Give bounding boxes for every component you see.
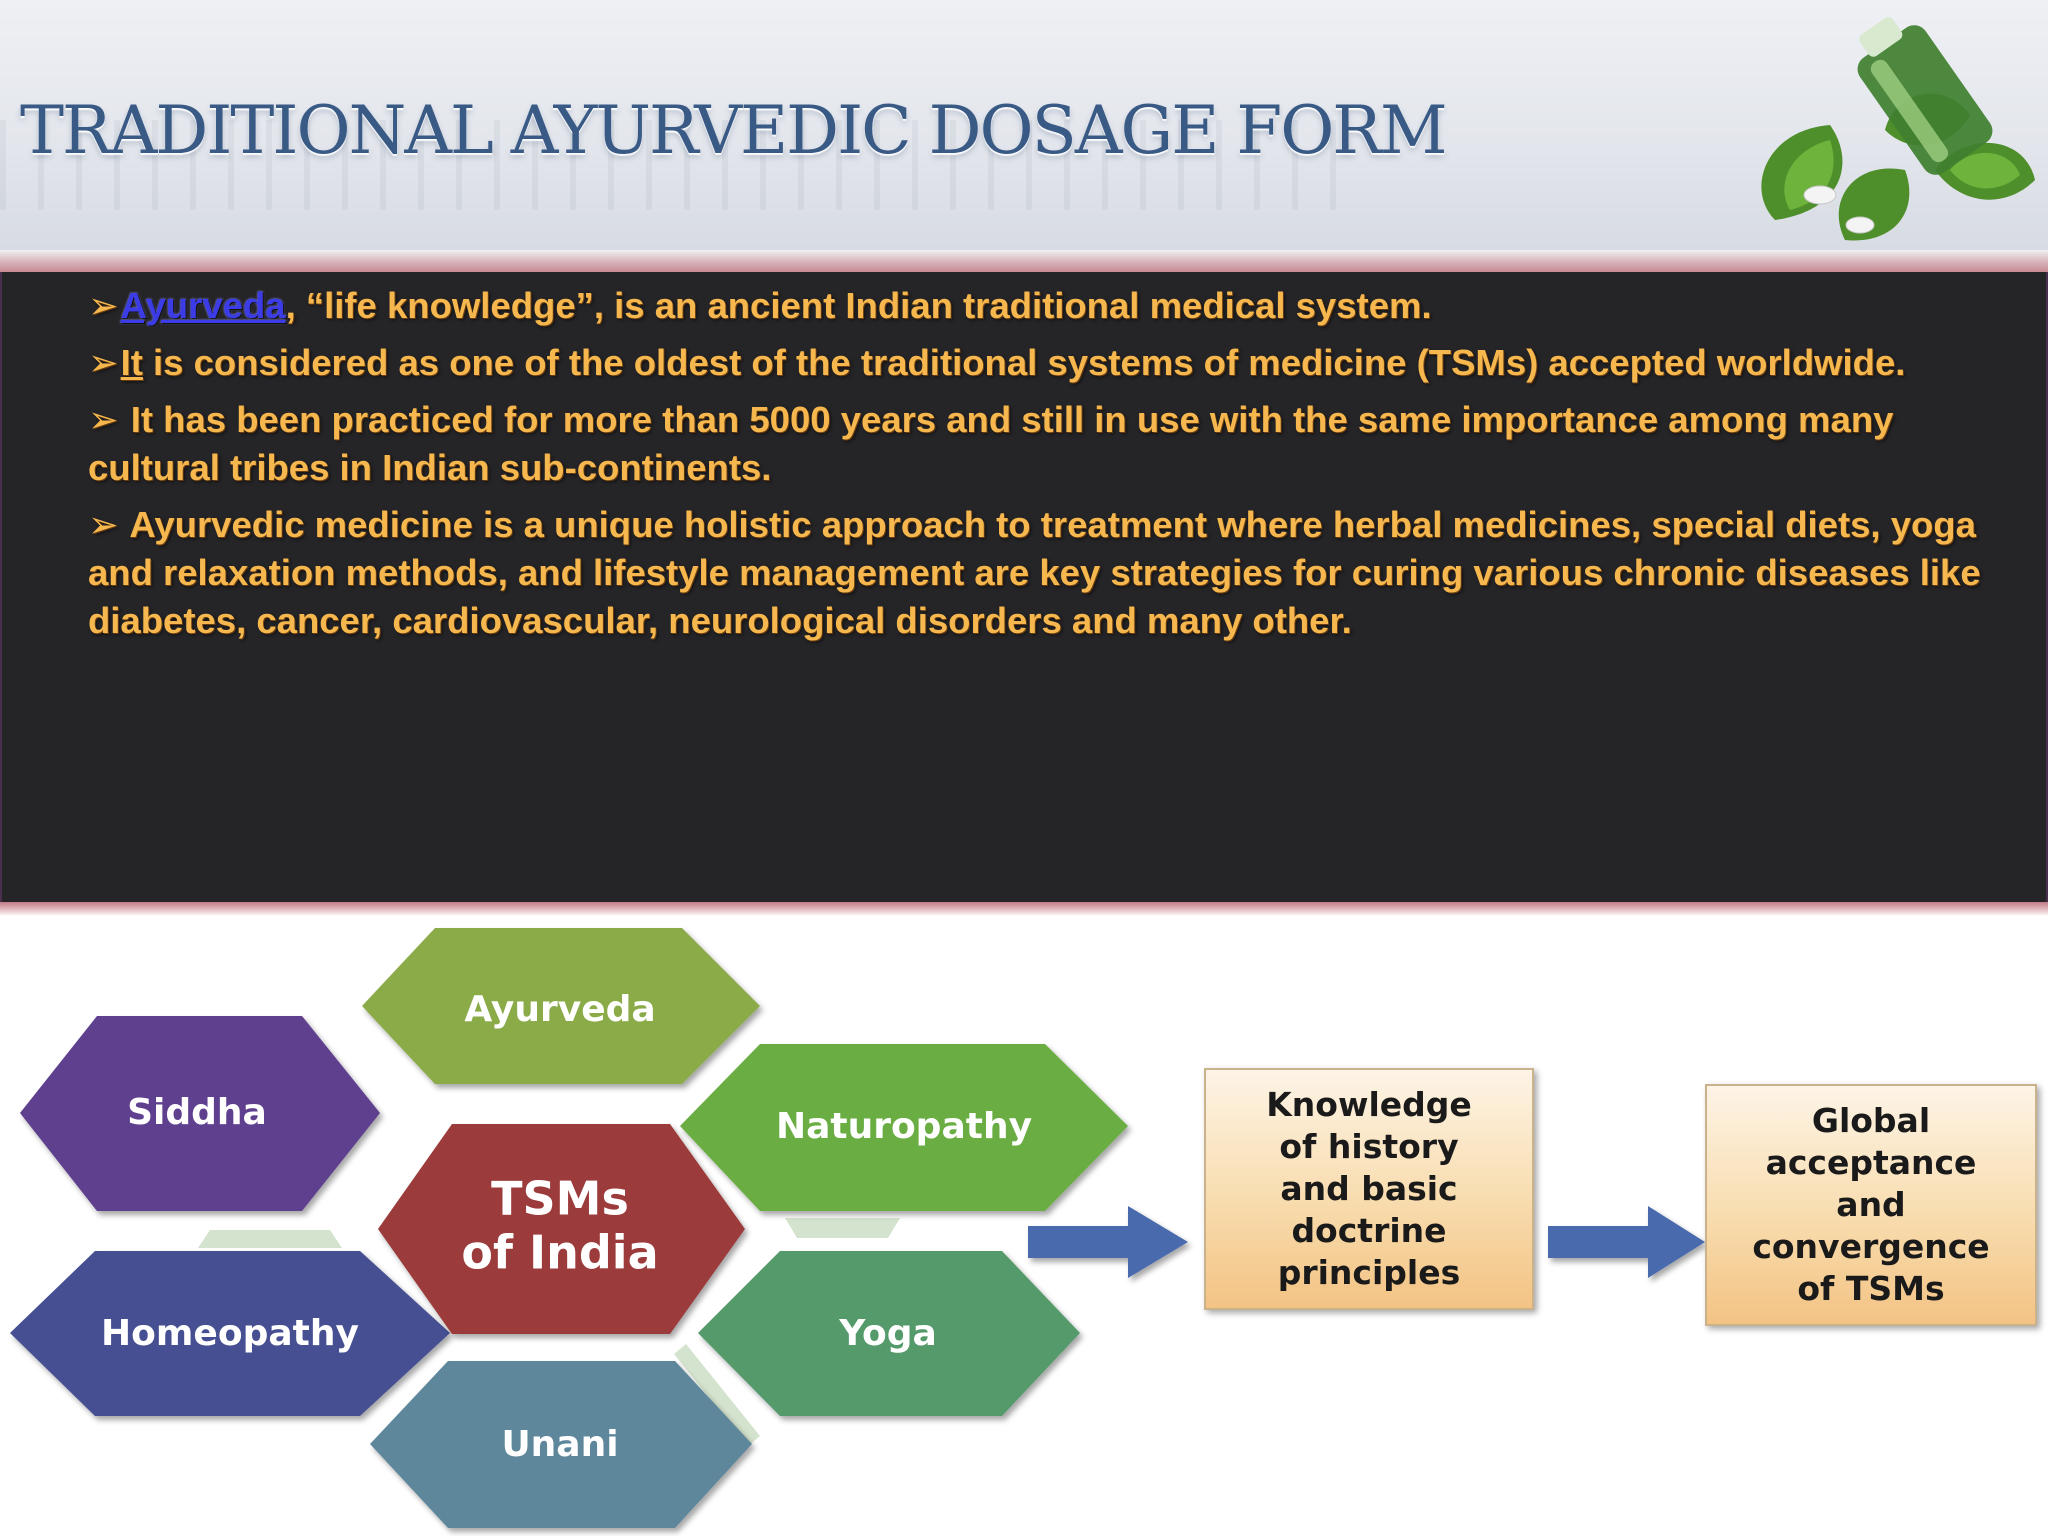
hexagon-ayurveda-label: Ayurveda xyxy=(464,989,655,1030)
slide-title: TRADITIONAL AYURVEDIC DOSAGE FORM xyxy=(20,92,1448,169)
panel-divider xyxy=(0,902,2048,916)
hexagon-tsms-of-india-shape xyxy=(378,1124,745,1334)
hexagon-ayurveda: Ayurveda xyxy=(362,928,760,1084)
hexagon-center-label-line2: of India xyxy=(461,1226,658,1280)
content-panel xyxy=(0,272,2048,902)
hexagon-center-label-line1: TSMs xyxy=(491,1172,629,1226)
hexagon-unani-label: Unani xyxy=(501,1424,618,1465)
hexagon-siddha: Siddha xyxy=(20,1016,380,1211)
hexagon-homeopathy: Homeopathy xyxy=(10,1251,450,1416)
hexagon-connectors xyxy=(198,1218,900,1446)
bullet-item: ➢ Ayurvedic medicine is a unique holisti… xyxy=(88,501,2008,645)
hexagon-tsms-of-india: TSMs of India xyxy=(378,1124,745,1334)
bullet-text: Ayurvedic medicine is a unique holistic … xyxy=(88,504,1981,641)
flow-arrow-2-shape xyxy=(1548,1206,1705,1278)
bullet-arrow-icon: ➢ xyxy=(88,341,119,384)
bullet-text: , “life knowledge”, is an ancient Indian… xyxy=(285,285,1432,326)
hexagon-ayurveda-shape xyxy=(362,928,760,1084)
hexagon-siddha-label: Siddha xyxy=(127,1092,267,1133)
bullet-item: ➢It is considered as one of the oldest o… xyxy=(88,339,2008,387)
bullet-item: ➢Ayurveda, “life knowledge”, is an ancie… xyxy=(88,282,2008,330)
hexagon-cluster: Ayurveda Siddha Naturopathy Homeopathy Y… xyxy=(10,928,1705,1528)
slide-header: TRADITIONAL AYURVEDIC DOSAGE FORM xyxy=(0,0,2048,258)
hexagon-naturopathy-label: Naturopathy xyxy=(776,1106,1032,1147)
hexagon-unani-shape xyxy=(370,1361,752,1528)
flow-arrow-2-icon xyxy=(1548,1206,1705,1278)
hexagon-yoga-shape xyxy=(698,1251,1080,1416)
global-acceptance-box: Global acceptance and convergence of TSM… xyxy=(1705,1084,2037,1326)
bullet-underlined-word: It xyxy=(120,342,143,383)
hexagon-yoga: Yoga xyxy=(698,1251,1080,1416)
bullet-arrow-icon: ➢ xyxy=(88,398,119,441)
title-reflection-texture xyxy=(0,120,1350,210)
hexagon-unani: Unani xyxy=(370,1361,752,1528)
bullet-text: is considered as one of the oldest of th… xyxy=(142,342,1906,383)
header-divider xyxy=(0,250,2048,272)
hexagon-naturopathy: Naturopathy xyxy=(680,1044,1128,1211)
tsm-diagram: Ayurveda Siddha Naturopathy Homeopathy Y… xyxy=(0,916,2048,1536)
hexagon-siddha-shape xyxy=(20,1016,380,1211)
hexagon-homeopathy-label: Homeopathy xyxy=(101,1313,359,1354)
hexagon-yoga-label: Yoga xyxy=(838,1313,937,1354)
bullet-text: It has been practiced for more than 5000… xyxy=(88,399,1894,488)
hexagon-homeopathy-shape xyxy=(10,1251,450,1416)
herbal-medicine-bottle-icon xyxy=(1761,17,2035,241)
bullet-arrow-icon: ➢ xyxy=(88,503,119,546)
hexagon-naturopathy-shape xyxy=(680,1044,1128,1211)
flow-arrow-1-shape xyxy=(1028,1206,1188,1278)
bullet-list: ➢Ayurveda, “life knowledge”, is an ancie… xyxy=(88,282,2008,654)
bullet-arrow-icon: ➢ xyxy=(88,284,119,327)
knowledge-box: Knowledge of history and basic doctrine … xyxy=(1204,1068,1534,1310)
ayurveda-link[interactable]: Ayurveda xyxy=(120,285,286,326)
bullet-item: ➢ It has been practiced for more than 50… xyxy=(88,396,2008,492)
flow-arrow-1-icon xyxy=(1028,1206,1188,1278)
